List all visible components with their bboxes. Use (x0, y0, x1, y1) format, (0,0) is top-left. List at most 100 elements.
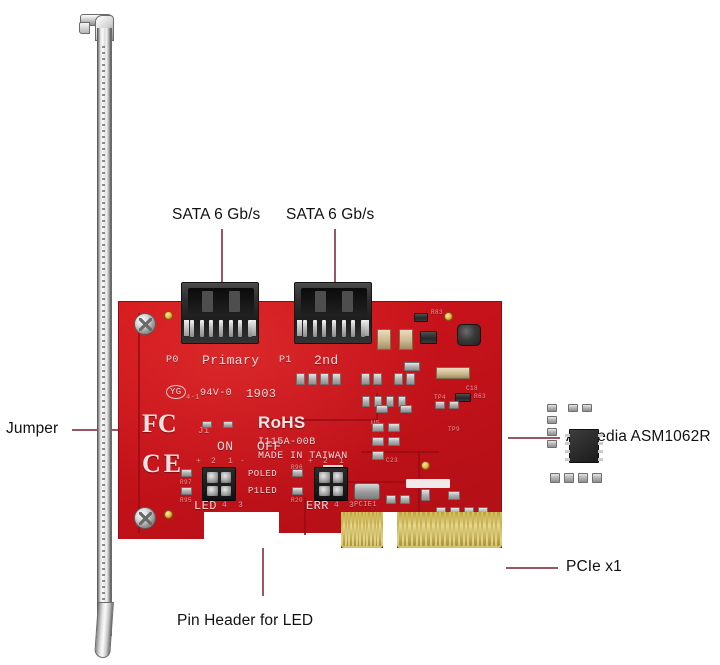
smd (406, 373, 415, 385)
pcie-key-notch (383, 512, 397, 548)
silk-ref-r20: R20 (291, 497, 304, 504)
leader-sata-port-1 (334, 229, 336, 301)
silk-primary: Primary (202, 353, 260, 368)
smd-capacitor (436, 367, 470, 379)
silk-p1: P1 (279, 355, 292, 366)
silk-led-pin1: 1 (228, 457, 234, 466)
silk-err-name: ERR (306, 499, 329, 513)
silk-ref-pcie1: PCIE1 (354, 501, 378, 509)
smd (449, 401, 459, 409)
smd-resistor (414, 313, 428, 322)
smd (547, 440, 557, 448)
silk-led-pin3: 3 (238, 501, 244, 510)
mounting-screw-bottom (134, 507, 156, 529)
smd (386, 396, 394, 407)
mounting-screw-top (134, 313, 156, 335)
pcb-board: P0 Primary P1 2nd YG 4-1 94V-0 1903 FC C… (118, 282, 603, 548)
silk-led-name: LED (194, 499, 217, 513)
smd (296, 373, 305, 385)
ce-mark: CE (142, 449, 185, 478)
silk-err-plus: + (308, 457, 314, 466)
silk-led-pin4: 4 (222, 501, 228, 510)
crystal-oscillator (354, 483, 380, 500)
smd (578, 473, 588, 483)
silk-ref-r63: R63 (474, 393, 487, 400)
smd (582, 404, 592, 412)
smd (372, 423, 384, 432)
smd (421, 489, 430, 501)
silk-ref-tp9: TP9 (448, 426, 461, 433)
silk-led-plus: + (196, 457, 202, 466)
via (444, 312, 453, 321)
via (421, 461, 430, 470)
sata-ground-pin (251, 320, 256, 336)
silk-ref-r96: R96 (291, 464, 304, 471)
silk-err-pin2: 2 (323, 457, 329, 466)
white-label-pad (406, 479, 450, 488)
pcb-notch-right (279, 533, 341, 548)
silk-err-pin1: 1 (339, 457, 345, 466)
via (164, 311, 173, 320)
silk-err-pin3: 3 (349, 501, 355, 510)
bracket-perforation (102, 46, 105, 621)
smd-resistor (292, 469, 303, 477)
sata-slot (301, 288, 367, 315)
smd (400, 405, 412, 413)
sata-key-tab (315, 291, 326, 312)
smd (550, 473, 560, 483)
smd (547, 404, 557, 412)
err-pin-header[interactable] (314, 467, 348, 501)
silk-p1led: P1LED (248, 486, 278, 496)
via (164, 510, 173, 519)
label-jumper: Jumper (6, 420, 59, 437)
silk-j1: J1 (198, 426, 210, 436)
silk-p0: P0 (166, 355, 179, 366)
sata-ground-pin (364, 320, 369, 336)
silk-ref-r83: R83 (431, 309, 444, 316)
smd (568, 404, 578, 412)
smd (372, 437, 384, 446)
leader-controller (508, 437, 560, 439)
sata-connector-secondary[interactable] (294, 282, 372, 344)
silk-jumper-on: ON (217, 439, 234, 454)
sata-key-tab (342, 291, 353, 312)
smd (592, 473, 602, 483)
silk-part-number: I115A-00B (258, 437, 316, 448)
smd (400, 495, 410, 504)
smd (388, 437, 400, 446)
rohs-mark: RoHS (258, 413, 306, 432)
sata-connector-primary[interactable] (181, 282, 259, 344)
smd-capacitor (399, 329, 413, 350)
sata-key-tab (229, 291, 240, 312)
smd-resistor (181, 469, 192, 477)
silk-2nd: 2nd (314, 353, 339, 368)
trace (361, 451, 439, 453)
trace (304, 497, 306, 535)
mounting-bracket (78, 6, 130, 658)
pcb-notch-center (204, 512, 279, 548)
sata-ground-pin (184, 320, 189, 336)
smd (547, 428, 557, 436)
leader-sata-port-0 (221, 229, 223, 301)
smd (386, 495, 396, 504)
silk-jumper-off: OFF (257, 439, 282, 454)
smd (376, 405, 388, 413)
silk-ref-c18: C18 (466, 385, 479, 392)
smd (547, 416, 557, 424)
smd (435, 401, 445, 409)
leader-pcie (506, 567, 558, 569)
silk-ul-sub: 4-1 (186, 394, 200, 402)
sata-pin-row (303, 317, 365, 337)
smd-pad (202, 421, 212, 428)
silk-ref-r97: R97 (180, 479, 193, 486)
sata-slot (188, 288, 254, 315)
label-sata-port-0: SATA 6 Gb/s (172, 206, 261, 223)
smd (448, 491, 460, 500)
smd-resistor (292, 487, 303, 495)
pcie-finger-group-long (397, 512, 502, 548)
smd (388, 423, 400, 432)
smd-transistor (420, 331, 437, 344)
led-pin-header[interactable] (202, 467, 236, 501)
label-controller: Asmedia ASM1062R (566, 428, 711, 445)
